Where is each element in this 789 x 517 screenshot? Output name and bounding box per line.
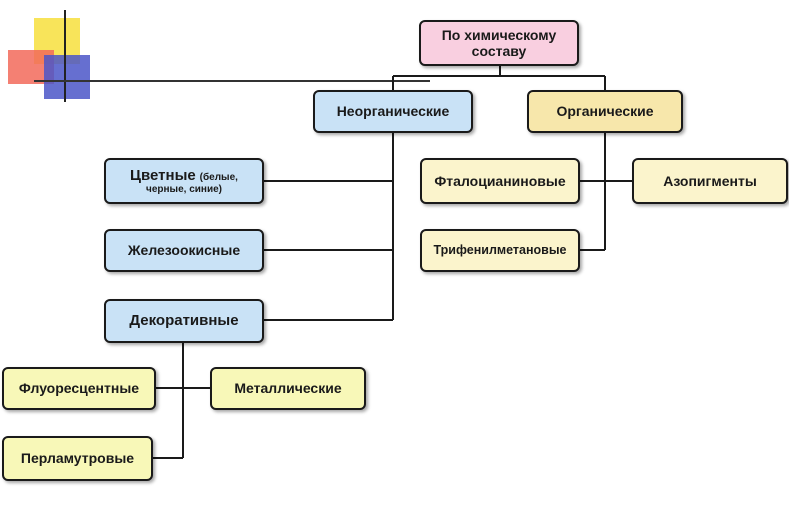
root-label-line1: По химическому bbox=[441, 26, 557, 43]
inorganic-node: Неорганические bbox=[313, 90, 473, 133]
colored-note-line2: черные, синие) bbox=[146, 183, 222, 195]
organic-label: Органические bbox=[556, 103, 654, 120]
iron-oxide-node: Железоокисные bbox=[104, 229, 264, 272]
metallic-label: Металлические bbox=[234, 380, 342, 397]
triphenylmethane-label: Трифенилметановые bbox=[433, 243, 567, 258]
organic-node: Органические bbox=[527, 90, 683, 133]
root-node-chemical-composition: По химическому составу bbox=[419, 20, 579, 66]
root-label-line2: составу bbox=[471, 43, 527, 59]
inorganic-label: Неорганические bbox=[336, 103, 450, 120]
fluorescent-label: Флуоресцентные bbox=[18, 380, 140, 397]
decorative-blue-square bbox=[44, 55, 90, 99]
decorative-horizontal-line bbox=[34, 80, 430, 82]
pearlescent-node: Перламутровые bbox=[2, 436, 153, 481]
decorative-node: Декоративные bbox=[104, 299, 264, 343]
colored-node: Цветные (белые, черные, синие) bbox=[104, 158, 264, 204]
metallic-node: Металлические bbox=[210, 367, 366, 410]
fluorescent-node: Флуоресцентные bbox=[2, 367, 156, 410]
triphenylmethane-node: Трифенилметановые bbox=[420, 229, 580, 272]
decorative-vertical-line bbox=[64, 10, 66, 102]
phthalocyanine-label: Фталоцианиновые bbox=[434, 172, 566, 189]
phthalocyanine-node: Фталоцианиновые bbox=[420, 158, 580, 204]
azo-pigments-label: Азопигменты bbox=[663, 172, 757, 189]
iron-oxide-label: Железоокисные bbox=[127, 242, 241, 259]
colored-line1: Цветные (белые, bbox=[130, 167, 238, 184]
colored-note-line1: (белые, bbox=[199, 171, 238, 183]
colored-main-label: Цветные bbox=[130, 166, 196, 184]
decorative-label: Декоративные bbox=[129, 312, 239, 330]
pearlescent-label: Перламутровые bbox=[20, 450, 135, 467]
azo-pigments-node: Азопигменты bbox=[632, 158, 788, 204]
